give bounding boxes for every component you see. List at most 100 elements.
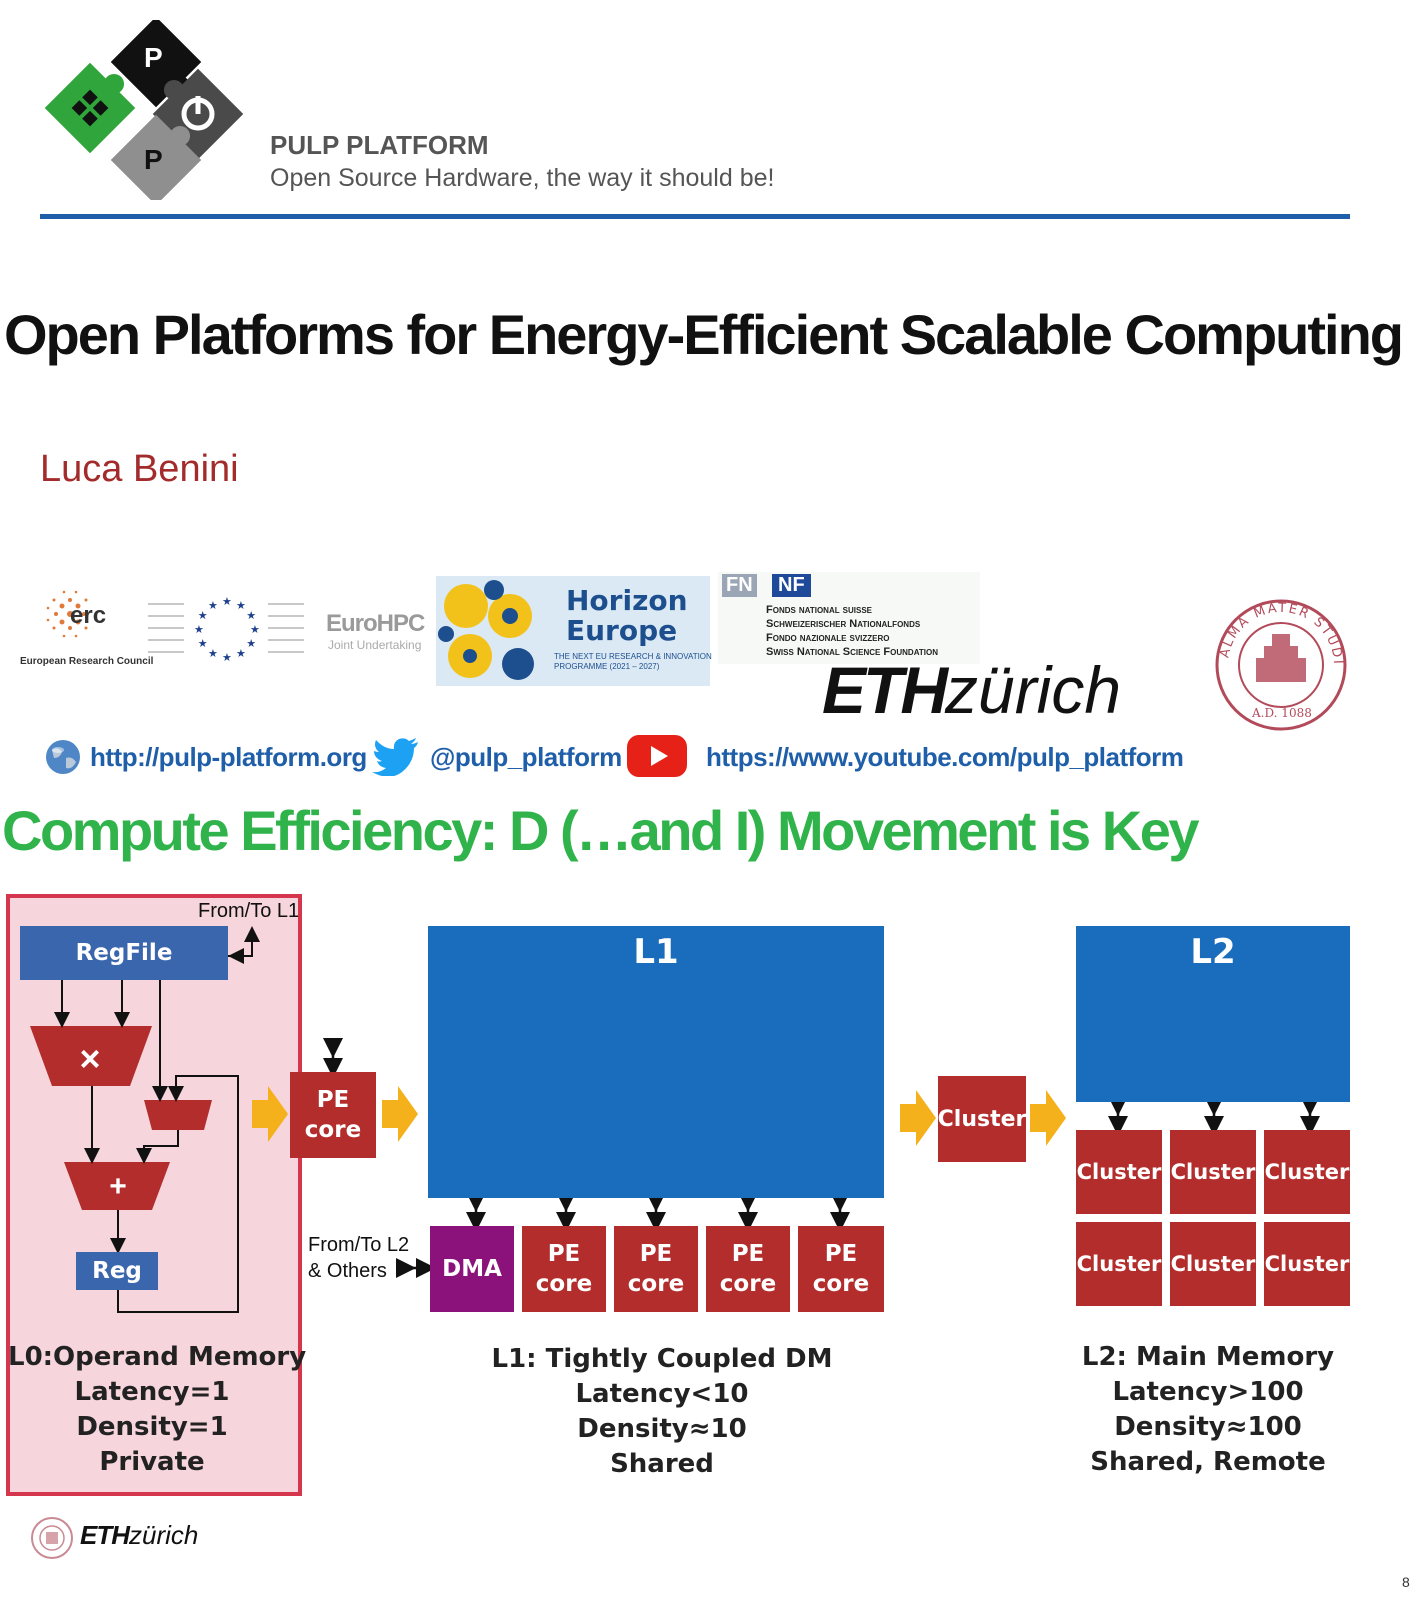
eu-star-icon: ★ [246,609,256,622]
l1-label: L1 [633,932,679,972]
pe-core-single-line1: PE [316,1087,350,1113]
l0-caption-4: Private [99,1447,205,1477]
snf-line-3: Fondo nazionale svizzero [766,632,890,644]
l2-caption: L2: Main Memory Latency>100 Density≈100 … [1040,1340,1376,1480]
eu-star-icon: ★ [208,599,218,612]
horizon-word-1: Horizon [566,584,688,617]
l1-pe-core-1-line2: core [535,1271,593,1297]
l2-caption-4: Shared, Remote [1090,1447,1326,1477]
pe-core-single-line2: core [304,1117,362,1143]
youtube-link[interactable]: https://www.youtube.com/pulp_platform [706,742,1184,772]
dma-box: DMA [430,1226,514,1312]
l0-datapath [30,926,260,1313]
logo-letter-top: P [144,42,163,73]
l1-memory-block [428,926,884,1198]
l2-cluster-2: Cluster [1170,1130,1256,1214]
l0-from-to-label: From/To L1 [198,900,300,922]
eu-star-icon: ★ [222,651,232,664]
page-number: 8 [1402,1574,1410,1590]
snf-line-2: Schweizerischer Nationalfonds [766,618,921,630]
adder-symbol: + [109,1170,127,1203]
website-link[interactable]: http://pulp-platform.org [90,742,367,772]
arrow-cluster-to-l2 [1030,1090,1066,1146]
l1-from-to-label: From/To L2 & Others [308,1232,409,1284]
eurohpc-name: EuroHPC [326,610,425,637]
l1-pe-core-1: PE core [522,1226,606,1312]
twitter-icon [372,736,420,777]
footer-eth-logo: ETHzürich [80,1520,198,1551]
l1-pe-core-2-line1: PE [639,1241,673,1267]
l1-pe-core-4: PE core [798,1226,884,1312]
unibo-seal: ALMA MATER STUDIORUM A.D. 1088 [1205,585,1350,734]
pulp-logo: P P [38,16,248,206]
l1-caption-4: Shared [610,1449,714,1479]
eurohpc-logo: EuroHPC Joint Undertaking [326,610,430,660]
l2-caption-2: Latency>100 [1112,1377,1304,1407]
eu-star-icon: ★ [208,647,218,660]
eth-rest: zürich [945,653,1122,727]
snf-logo: FN NF Fonds national suisse Schweizerisc… [718,572,980,664]
multiplier-symbol: × [79,1038,101,1079]
l2-memory-block [1076,926,1350,1102]
l1-caption-2: Latency<10 [575,1379,749,1409]
erc-short: erc [70,602,107,629]
seal-year: A.D. 1088 [1252,706,1312,720]
eu-star-icon: ★ [222,595,232,608]
snf-line-1: Fonds national suisse [766,604,873,616]
org-name: PULP PLATFORM [270,130,489,160]
eu-star-icon: ★ [194,623,204,636]
eu-star-icon: ★ [250,623,260,636]
l0-caption-1: L0:Operand Memory [8,1342,307,1372]
horizon-europe-logo: Horizon Europe THE NEXT EU RESEARCH & IN… [436,576,712,686]
section-title: Compute Efficiency: D (…and I) Movement … [2,799,1199,862]
eu-star-icon: ★ [236,647,246,660]
l1-caption: L1: Tightly Coupled DM Latency<10 Densit… [462,1342,862,1482]
footer-eth-rest: zürich [129,1520,199,1550]
l1-pe-core-4-line2: core [812,1271,870,1297]
cluster-single: Cluster [938,1076,1026,1162]
eu-flag-logo: ★★★★★★★★★★★★ [146,592,306,666]
eu-star-icon: ★ [236,599,246,612]
l1-caption-1: L1: Tightly Coupled DM [491,1344,833,1374]
l1-pe-core-3-line2: core [719,1271,777,1297]
l2-cluster-1: Cluster [1076,1130,1162,1214]
l1-pe-core-1-line1: PE [547,1241,581,1267]
l2-cluster-5: Cluster [1170,1222,1256,1306]
horizon-sub-1: THE NEXT EU RESEARCH & INNOVATION [554,652,712,661]
multiplier-unit [30,1026,152,1086]
tagline: Open Source Hardware, the way it should … [270,164,775,192]
adder-unit [64,1162,170,1210]
mux-unit [144,1100,212,1130]
l0-caption: L0:Operand Memory Latency=1 Density=1 Pr… [8,1340,307,1480]
eth-bold: ETH [822,653,948,727]
eu-star-icon: ★ [246,637,256,650]
eu-star-icon: ★ [198,609,208,622]
horizon-word-2: Europe [566,614,678,647]
l2-caption-1: L2: Main Memory [1081,1342,1335,1372]
eth-zurich-logo: ETHzürich [822,652,1182,732]
twitter-link[interactable]: @pulp_platform [430,742,622,772]
globe-icon [44,738,82,776]
l1-caption-3: Density≈10 [577,1414,747,1444]
erc-logo: erc European Research Council [18,584,153,674]
reg-box: Reg [76,1252,158,1290]
l1-from-to-line2: & Others [308,1260,387,1282]
l1-pe-core-2-line2: core [627,1271,685,1297]
erc-full: European Research Council [20,656,154,667]
eurohpc-sub: Joint Undertaking [328,638,422,652]
horizon-sub-2: PROGRAMME (2021 – 2027) [554,662,660,671]
l1-pe-core-2: PE core [614,1226,698,1312]
l2-cluster-3: Cluster [1264,1130,1350,1214]
l1-from-to-line1: From/To L2 [308,1234,410,1256]
pe-core-single: PE core [290,1072,376,1158]
arrow-l1-to-cluster [900,1090,936,1146]
l0-caption-2: Latency=1 [74,1377,230,1407]
l2-caption-3: Density≈100 [1114,1412,1302,1442]
l0-caption-3: Density=1 [76,1412,228,1442]
footer-seal-icon [30,1516,74,1560]
arrow-pe-to-l1 [382,1086,418,1142]
snf-badge-right: NF [772,574,811,597]
youtube-icon [626,734,688,778]
l1-pe-core-4-line1: PE [824,1241,858,1267]
